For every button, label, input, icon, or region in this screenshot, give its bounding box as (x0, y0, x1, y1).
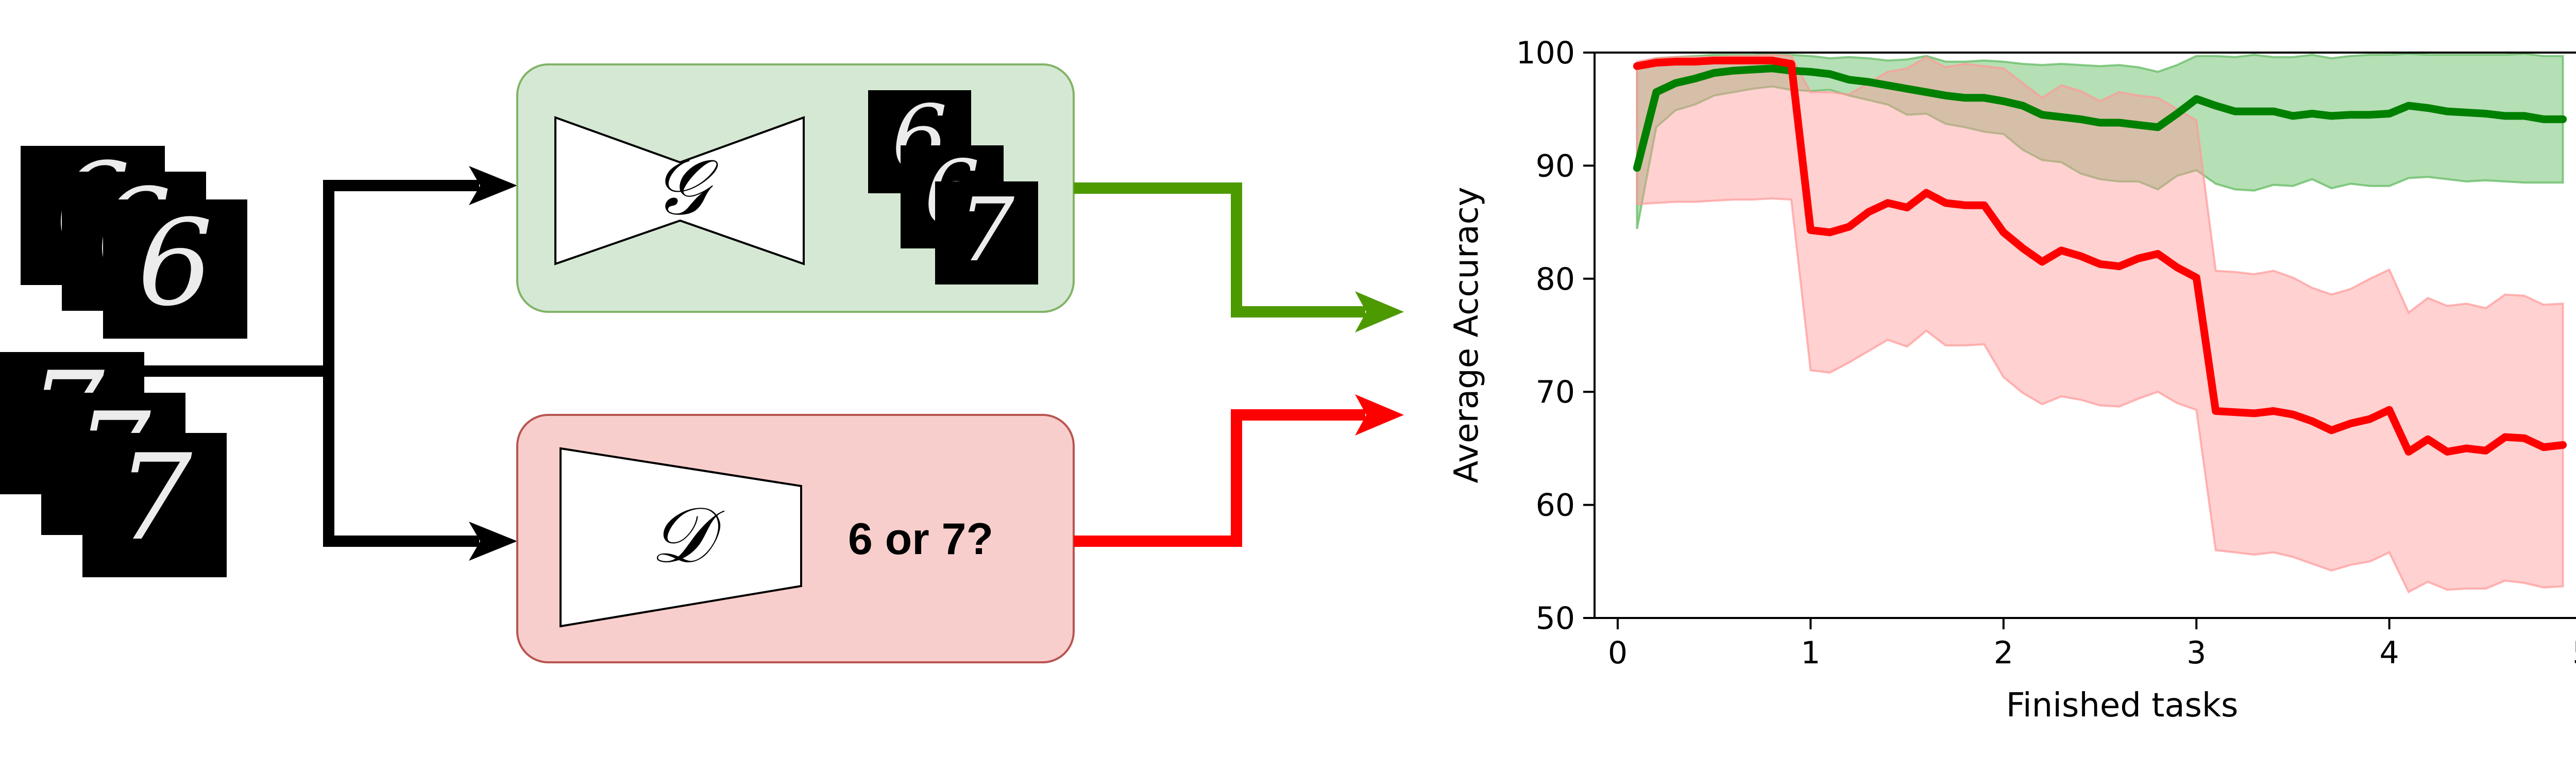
input-to-generator-arrowhead (469, 166, 517, 205)
generator-box: 𝒢 6 6 7 (516, 63, 1075, 313)
input-digit-stack-seven: 7 7 7 (0, 347, 227, 577)
input-to-discriminator-arrowhead (469, 522, 517, 561)
plot-frame (1594, 52, 2576, 619)
y-axis-title: Average Accuracy (1448, 187, 1486, 483)
input-digit-seven-front: 7 (82, 429, 227, 577)
chart-bands (1636, 53, 2564, 594)
y-tick-label: 90 (1536, 148, 1575, 184)
input-digit-six-front: 6 (103, 195, 247, 339)
x-tick-label: 4 (2380, 635, 2399, 671)
input-digit-stack-six: 6 6 6 (21, 138, 247, 339)
series-0-confidence-band (1636, 53, 2564, 229)
discriminator-output-arrowhead (1355, 394, 1404, 436)
generator-symbol: 𝒢 (653, 143, 719, 232)
y-tick-label: 80 (1536, 261, 1575, 297)
series-1-line (1633, 56, 2567, 456)
x-tick-label: 0 (1608, 635, 1628, 671)
generator-hourglass-shape (554, 116, 805, 265)
y-tick-label: 100 (1516, 35, 1575, 71)
y-tick-label: 70 (1536, 374, 1575, 410)
x-tick-label: 3 (2187, 635, 2206, 671)
generated-digit-seven-front-glyph: 7 (959, 179, 1014, 281)
series-1-confidence-band (1636, 54, 2564, 594)
generator-output-arrowhead (1355, 291, 1404, 332)
x-tick-label: 1 (1801, 635, 1820, 671)
diagram: 6 6 6 7 7 7 (0, 63, 1404, 663)
y-axis-ticks: 50 60 70 80 90 100 (1516, 35, 1595, 637)
discriminator-question: 6 or 7? (848, 514, 993, 564)
input-digit-seven-front-glyph: 7 (117, 429, 192, 567)
discriminator-output-line (1074, 409, 1365, 547)
discriminator-trapezoid-shape (560, 447, 802, 628)
generator-output-line (1074, 182, 1365, 317)
x-tick-label: 2 (1994, 635, 2013, 671)
accuracy-chart: 0 1 2 3 4 5 50 60 70 80 90 100 Finished tasks Aver… (1448, 35, 2576, 725)
discriminator-box: 𝒟 6 or 7? (516, 414, 1075, 663)
input-digit-six-front-glyph: 6 (138, 195, 213, 332)
input-arrows (144, 180, 479, 547)
x-axis-ticks: 0 1 2 3 4 5 (1608, 618, 2576, 671)
chart-lines (1633, 56, 2567, 456)
generated-digit-seven-front: 7 (935, 179, 1038, 285)
x-tick-label: 5 (2572, 635, 2576, 671)
x-axis-title: Finished tasks (2006, 687, 2239, 725)
y-tick-label: 50 (1536, 600, 1575, 637)
y-tick-label: 60 (1536, 488, 1575, 524)
